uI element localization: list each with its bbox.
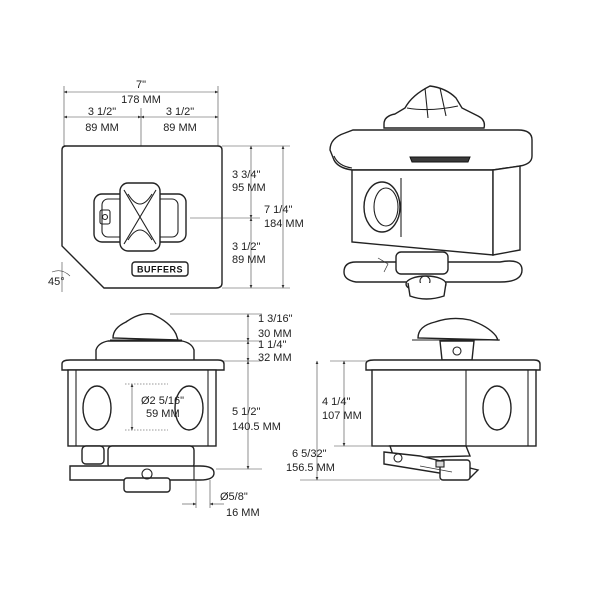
side-view: 4 1/4" 107 MM 6 5/32" 156.5 MM: [286, 317, 541, 481]
top-view: 7" 178 MM 3 1/2" 89 MM 3 1/2" 89 MM 3 3/…: [48, 79, 304, 292]
flange-height-in-label: 1 1/4": [258, 339, 286, 351]
angle-label: 45°: [48, 276, 65, 288]
half-left-mm-label: 89 MM: [85, 122, 119, 134]
knob-height-in-label: 1 3/16": [258, 313, 293, 325]
latch-top: [93, 182, 187, 252]
height-total-mm-label: 184 MM: [264, 218, 304, 230]
half-right-in-label: 3 1/2": [166, 106, 194, 118]
pin-dia-mm-label: 16 MM: [226, 507, 260, 519]
bottom-section-in-label: 3 1/2": [232, 241, 260, 253]
side-body-in-label: 4 1/4": [322, 396, 350, 408]
half-right-mm-label: 89 MM: [163, 122, 197, 134]
width-total-mm-label: 178 MM: [121, 94, 161, 106]
height-total-in-label: 7 1/4": [264, 204, 292, 216]
width-total-in-label: 7": [136, 79, 146, 91]
hole-dia-mm-label: 59 MM: [146, 408, 180, 420]
side-total-in-label: 6 5/32": [292, 448, 327, 460]
pin-dia-in-label: Ø5/8": [220, 491, 248, 503]
brand-plate: [131, 261, 189, 277]
side-total-mm-label: 156.5 MM: [286, 462, 335, 474]
brand-label: BUFFERS: [137, 265, 183, 275]
half-left-in-label: 3 1/2": [88, 106, 116, 118]
flange-height-mm-label: 32 MM: [258, 352, 292, 364]
top-section-in-label: 3 3/4": [232, 169, 260, 181]
front-view: Ø2 5/16" 59 MM 1 3/16" 30 MM 1 1/4" 32 M…: [61, 312, 293, 519]
body-height-in-label: 5 1/2": [232, 406, 260, 418]
hole-dia-in-label: Ø2 5/16": [141, 395, 184, 407]
body-height-mm-label: 140.5 MM: [232, 421, 281, 433]
side-body-mm-label: 107 MM: [322, 410, 362, 422]
top-section-mm-label: 95 MM: [232, 182, 266, 194]
isometric-view: [329, 85, 533, 300]
knob-height-mm-label: 30 MM: [258, 328, 292, 340]
bottom-section-mm-label: 89 MM: [232, 254, 266, 266]
